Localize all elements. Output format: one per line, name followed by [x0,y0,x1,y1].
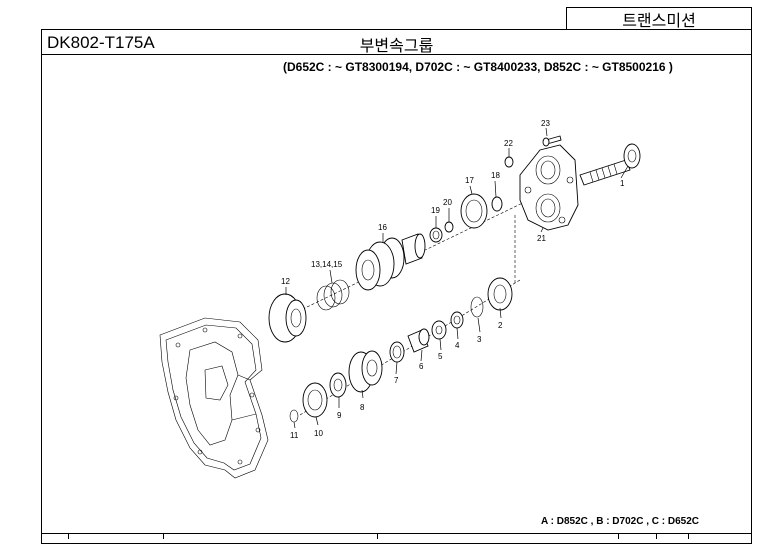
drawing-code: DK802-T175A [47,33,155,52]
callout-21: 21 [537,234,546,243]
part-22-nut [504,156,514,168]
callout-18: 18 [491,171,500,180]
part-23-bolt [542,135,562,147]
callout-10: 10 [314,429,323,438]
callout-17: 17 [465,176,474,185]
table-divider [688,533,689,539]
model-legend: A : D852C , B : D702C , C : D652C [541,516,700,527]
part-21-cover-plate [519,144,579,231]
part-17-bearing [460,193,488,229]
callout-8: 8 [360,403,365,412]
part-11-snap-ring [289,409,299,423]
callout-20: 20 [443,198,452,207]
table-divider [68,533,69,539]
table-divider [163,533,164,539]
callout-23: 23 [541,119,550,128]
part-4-collar [450,311,464,329]
callout-3: 3 [477,335,482,344]
part-9-bearing [329,372,347,398]
callout-22: 22 [504,139,513,148]
part-6-sleeve [407,328,430,353]
callout-4: 4 [455,341,460,350]
part-2-bearing [487,277,513,311]
part-7-bearing [389,341,405,363]
assembly-axis-lower [299,279,521,416]
part-12-gear [268,293,307,343]
part-16-gear-cluster [355,233,426,291]
callout-6: 6 [419,362,424,371]
leader-lines [285,127,629,429]
callout-13-14-15: 13,14,15 [311,260,343,269]
callout-2: 2 [498,321,503,330]
part-8-gear [348,350,383,393]
part-3-ring [470,296,484,318]
part-20-washer [444,221,454,233]
transmission-housing [159,317,269,479]
part-1-shaft [579,143,641,186]
callout-7: 7 [394,376,399,385]
part-13-15-rings [316,279,350,311]
callout-1: 1 [620,179,625,188]
table-divider [656,533,657,539]
applicability-note: (D652C : ~ GT8300194, D702C : ~ GT840023… [283,60,673,74]
callout-5: 5 [438,352,443,361]
part-19-needle-bearing [429,227,443,243]
part-10-bearing [302,382,328,418]
callout-16: 16 [378,223,387,232]
table-divider [618,533,619,539]
part-5-washer [431,320,447,340]
part-18-ring [491,196,503,212]
callout-12: 12 [281,277,290,286]
group-title: 부변속그룹 [359,36,434,55]
callout-9: 9 [337,411,342,420]
table-divider [377,533,378,539]
callout-19: 19 [431,206,440,215]
parts-table-header [41,533,752,540]
callout-11: 11 [290,431,299,440]
category-text: 트랜스미션 [622,10,696,30]
